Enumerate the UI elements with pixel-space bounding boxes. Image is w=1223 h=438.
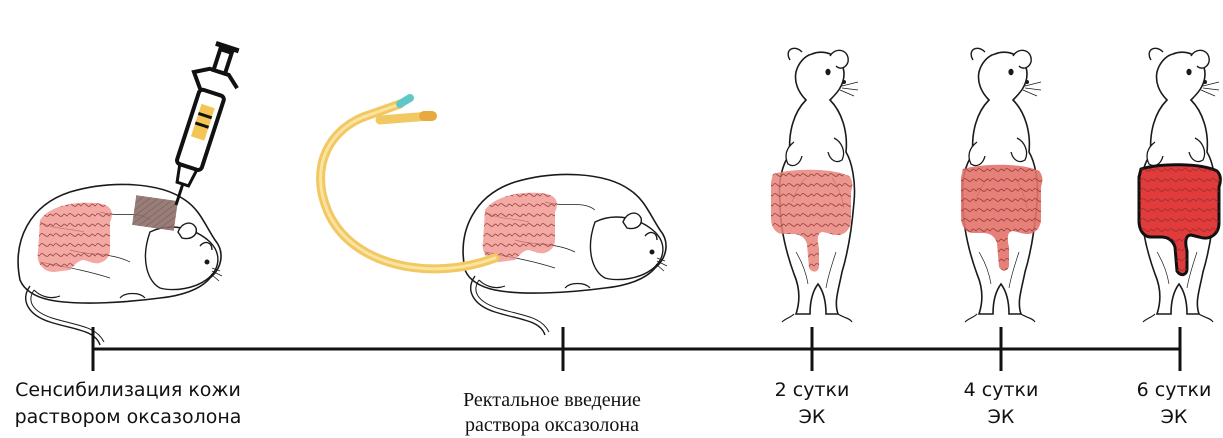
timeline [93,327,1180,371]
event-label-line2: раствора оксазолона [432,413,672,438]
pipette-icon [153,40,248,212]
event-label-line2: ЭК [1125,404,1223,431]
event-label-line2: ЭК [762,404,862,431]
intestine-icon [38,203,112,272]
event-label-day2: 2 сутки ЭК [762,377,862,431]
event-label-line1: Сенсибилизация кожи [8,377,248,404]
event-label-sensitization: Сенсибилизация кожи раствором оксазолона [8,377,248,431]
event-label-rectal: Ректальное введение раствора оксазолона [432,388,672,438]
event-label-line1: 6 сутки [1125,377,1223,404]
event-label-line1: 2 сутки [762,377,862,404]
intestine-icon [483,193,557,262]
event-label-line2: раствором оксазолона [8,404,248,431]
event-label-line2: ЭК [951,404,1051,431]
event-label-day6: 6 сутки ЭК [1125,377,1223,431]
event-label-day4: 4 сутки ЭК [951,377,1051,431]
event-label-line1: Ректальное введение [432,388,672,413]
event-label-line1: 4 сутки [951,377,1051,404]
